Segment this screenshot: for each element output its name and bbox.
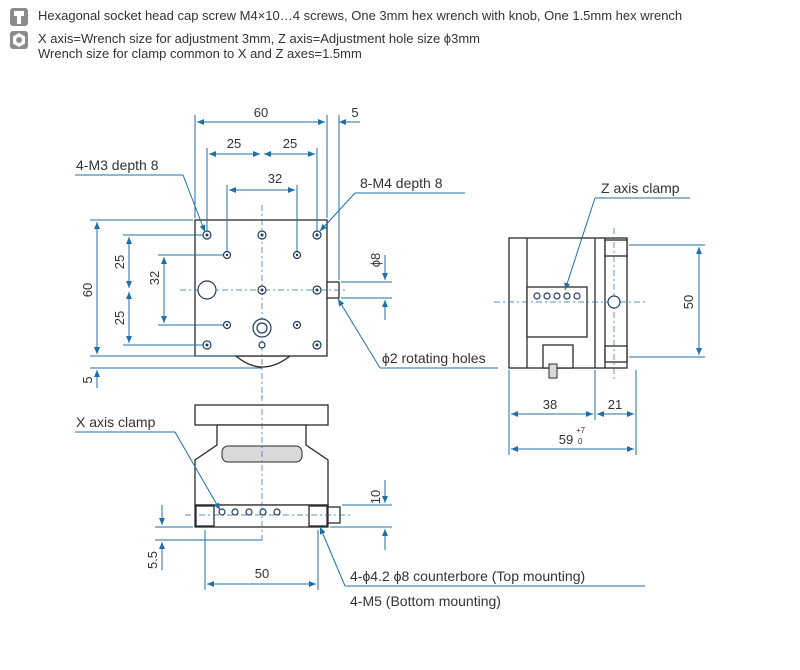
front-top-plate	[194, 404, 329, 426]
header-line-3: Wrench size for clamp common to X and Z …	[38, 46, 362, 61]
top-large-hole	[197, 280, 217, 300]
hex-socket-screw-icon	[10, 8, 28, 26]
dim-25-upper: 25	[112, 255, 127, 269]
header-line-1: Hexagonal socket head cap screw M4×10…4 …	[38, 8, 683, 23]
header-row-wrench: X axis=Wrench size for adjustment 3mm, Z…	[10, 31, 790, 61]
label-x-clamp: X axis clamp	[76, 414, 156, 430]
side-view: Z axis clamp 50 38 21 59 +7 0	[494, 180, 705, 455]
front-view: X axis clamp 10 5.5 50 4-ϕ4.2 ϕ8 counter…	[75, 395, 645, 609]
dim-32-top: 32	[268, 171, 282, 186]
header-row-screws: Hexagonal socket head cap screw M4×10…4 …	[10, 8, 790, 26]
dim-59-tol-lower: 0	[578, 437, 583, 446]
dim-59: 59	[559, 432, 573, 447]
dim-5-top: 5	[351, 105, 358, 120]
dim-25-right: 25	[283, 136, 297, 151]
dim-25-left: 25	[227, 136, 241, 151]
dim-5-5: 5.5	[145, 551, 160, 569]
front-x-clamp-holes	[218, 508, 281, 516]
front-middle	[194, 424, 329, 506]
dim-5-bottom: 5	[80, 376, 95, 383]
front-base	[194, 504, 329, 528]
label-counterbore: 4-ϕ4.2 ϕ8 counterbore (Top mounting)	[350, 568, 585, 584]
header-notes: Hexagonal socket head cap screw M4×10…4 …	[10, 8, 790, 61]
top-knob	[234, 355, 292, 368]
dim-50-front: 50	[255, 566, 269, 581]
dim-38: 38	[543, 397, 557, 412]
hex-nut-icon	[10, 31, 28, 49]
header-line-2: X axis=Wrench size for adjustment 3mm, Z…	[38, 31, 480, 46]
dim-59-tol-upper: +7	[576, 426, 586, 435]
label-8-m4: 8-M4 depth 8	[360, 175, 443, 191]
label-z-clamp: Z axis clamp	[601, 180, 680, 196]
label-m5: 4-M5 (Bottom mounting)	[350, 593, 501, 609]
side-z-clamp-holes	[533, 292, 581, 300]
dim-50-side: 50	[681, 295, 696, 309]
dim-60-top: 60	[254, 105, 268, 120]
top-view: 60 5 25 25 32 60 25 25 32	[75, 105, 498, 400]
dim-25-lower: 25	[112, 311, 127, 325]
dim-phi8: ϕ8	[368, 253, 383, 268]
dim-32-left: 32	[147, 271, 162, 285]
dim-21: 21	[608, 397, 622, 412]
dim-60-left: 60	[80, 283, 95, 297]
top-m3-holes	[222, 250, 302, 330]
label-rotating-holes: ϕ2 rotating holes	[382, 350, 486, 366]
label-4-m3: 4-M3 depth 8	[76, 157, 159, 173]
dim-10: 10	[368, 490, 383, 504]
